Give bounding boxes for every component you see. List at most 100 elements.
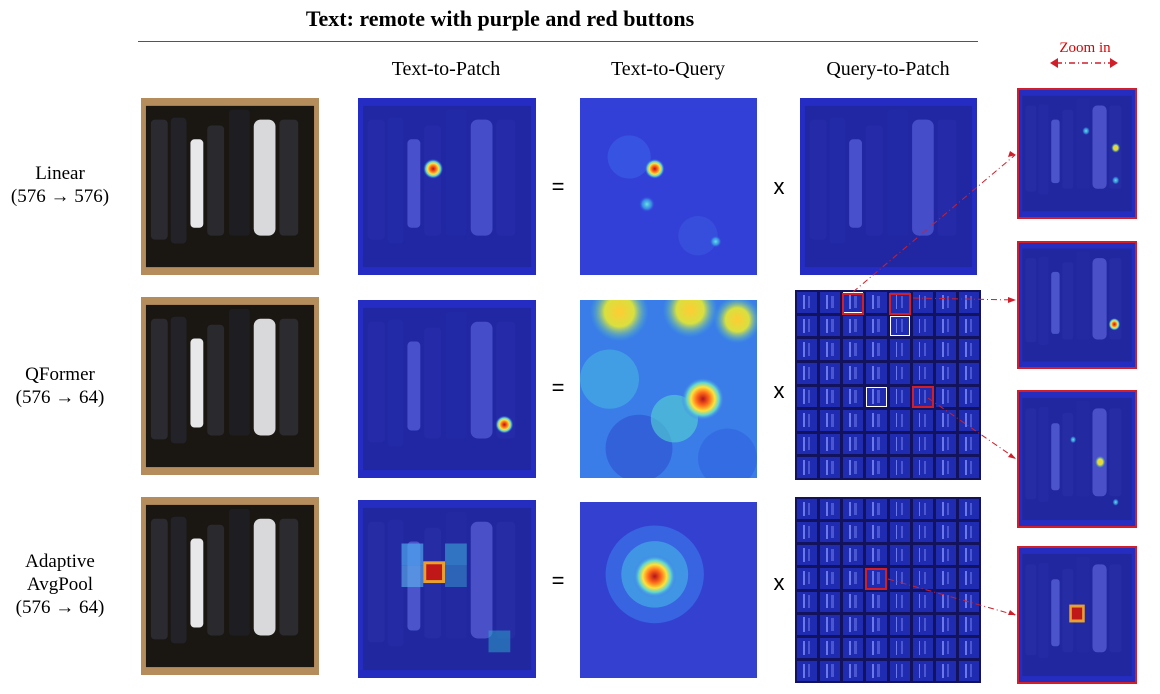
query-patch — [935, 522, 956, 543]
query-patch — [935, 362, 956, 384]
highlight-square — [912, 386, 934, 408]
query-patch — [889, 637, 910, 658]
query-patch — [797, 410, 818, 431]
query-patch — [958, 457, 979, 478]
query-patch — [797, 660, 818, 681]
query-patch — [797, 499, 818, 520]
equals-sign: = — [551, 568, 565, 593]
multiply-sign: x — [773, 174, 785, 199]
query-patch — [797, 362, 818, 384]
query-patch — [958, 433, 979, 455]
input-image-linear — [141, 98, 319, 275]
query-patch — [866, 433, 887, 455]
query-patch — [935, 637, 956, 658]
text-to-patch-heatmap-qformer — [358, 300, 536, 478]
row-dims: (576 → 64) — [15, 597, 105, 618]
query-patch — [935, 591, 956, 612]
query-patch — [866, 457, 887, 478]
text-to-query-heatmap-linear — [580, 98, 757, 275]
multiply-sign: x — [773, 570, 785, 595]
query-patch — [843, 637, 864, 658]
figure-title: Text: remote with purple and red buttons — [305, 6, 695, 31]
multiply-sign: x — [773, 378, 785, 403]
query-patch — [820, 410, 841, 431]
query-patch — [866, 568, 887, 589]
row-dims: (576 → 576) — [10, 186, 110, 207]
row-name: QFormer — [25, 364, 95, 385]
query-patch — [820, 292, 841, 313]
query-patch — [958, 591, 979, 612]
query-patch — [912, 614, 933, 635]
row-name-line1: Adaptive — [25, 551, 95, 572]
zoom-in-panel-3 — [1017, 390, 1137, 528]
text-to-query-heatmap-adaptive-avgpool — [580, 502, 757, 678]
text-to-patch-heatmap-linear — [358, 98, 536, 275]
query-patch — [889, 433, 910, 455]
query-patch — [935, 339, 956, 360]
row-label-linear: Linear (576 → 576) — [0, 162, 120, 208]
query-patch — [797, 545, 818, 566]
query-patch — [889, 362, 910, 384]
query-patch — [820, 545, 841, 566]
query-patch — [935, 457, 956, 478]
arrowhead-icon — [1008, 151, 1016, 157]
query-patch — [843, 292, 864, 313]
query-patch — [797, 386, 818, 408]
query-patch — [935, 614, 956, 635]
query-patch — [958, 315, 979, 337]
query-patch — [889, 522, 910, 543]
arrowhead-icon — [1008, 610, 1016, 615]
query-patch — [912, 660, 933, 681]
query-patch — [843, 315, 864, 337]
query-patch — [843, 591, 864, 612]
query-patch — [797, 433, 818, 455]
query-patch — [820, 362, 841, 384]
query-patch — [958, 614, 979, 635]
query-patch — [843, 614, 864, 635]
column-header-text-to-query: Text-to-Query — [610, 58, 726, 80]
query-patch — [843, 522, 864, 543]
query-patch — [958, 660, 979, 681]
query-patch — [797, 522, 818, 543]
query-to-patch-heatmap-linear — [800, 98, 977, 275]
query-patch — [843, 568, 864, 589]
column-header-text-to-patch: Text-to-Patch — [391, 58, 501, 80]
query-patch — [797, 339, 818, 360]
query-patch — [866, 292, 887, 313]
query-patch — [797, 457, 818, 478]
query-patch — [820, 339, 841, 360]
query-patch — [820, 614, 841, 635]
query-patch — [797, 614, 818, 635]
text-to-patch-heatmap-adaptive-avgpool — [358, 500, 536, 678]
query-patch — [935, 386, 956, 408]
query-patch — [958, 637, 979, 658]
title-rule — [138, 41, 978, 42]
row-name: Linear — [35, 163, 85, 184]
query-patch — [889, 410, 910, 431]
query-patch — [958, 410, 979, 431]
query-patch — [958, 568, 979, 589]
query-patch — [912, 591, 933, 612]
query-patch — [912, 545, 933, 566]
query-patch — [843, 339, 864, 360]
query-patch — [820, 522, 841, 543]
row-dims: (576 → 64) — [15, 387, 105, 408]
query-patch — [958, 545, 979, 566]
query-patch — [820, 457, 841, 478]
query-patch — [889, 545, 910, 566]
query-patch — [935, 545, 956, 566]
query-patch — [912, 410, 933, 431]
text-to-query-heatmap-qformer — [580, 300, 757, 478]
query-patch — [912, 339, 933, 360]
highlight-square — [865, 568, 887, 590]
query-patch — [912, 637, 933, 658]
query-patch — [843, 410, 864, 431]
query-patch — [889, 499, 910, 520]
query-patch — [935, 292, 956, 313]
query-patch — [820, 499, 841, 520]
query-patch — [820, 591, 841, 612]
zoom-in-panel-1 — [1017, 88, 1137, 219]
query-patch — [866, 339, 887, 360]
query-patch — [958, 292, 979, 313]
query-patch — [797, 591, 818, 612]
